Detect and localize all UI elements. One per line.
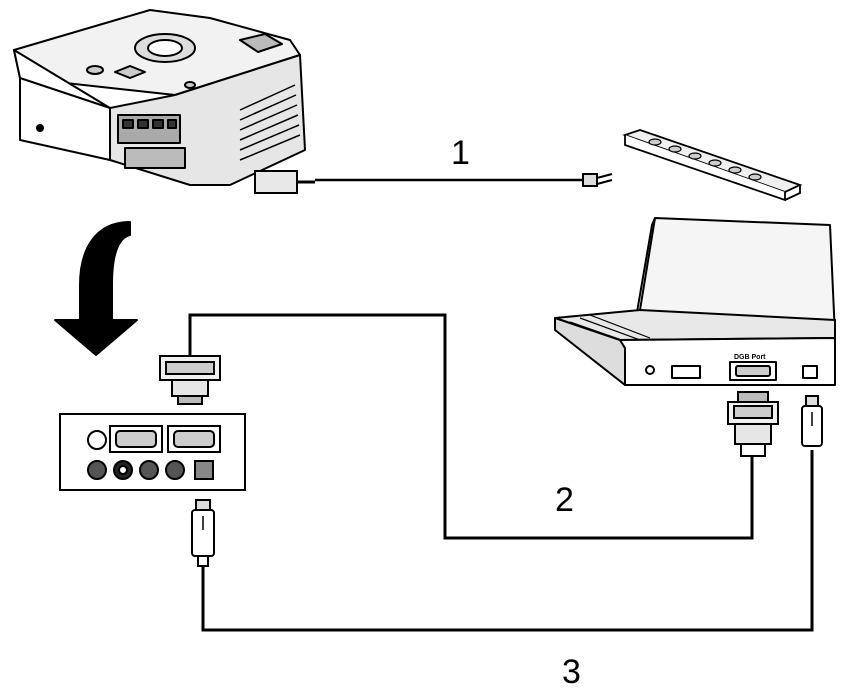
projector [13,9,306,186]
callout-2: 2 [555,481,574,519]
vga-plug-projector [159,355,221,405]
laptop: DGB Port [554,217,836,386]
usb-plug-projector [191,499,215,567]
usb-cable [201,450,814,632]
vga-cable [188,313,754,540]
vga-plug-laptop [727,391,779,457]
usb-plug-laptop [801,395,823,447]
down-arrow-icon [54,221,138,356]
projector-connector-panel [59,413,246,491]
callout-3: 3 [562,653,581,691]
power-strip [622,129,803,202]
power-cord [254,170,613,194]
laptop-port-label: DGB Port [734,354,766,361]
callout-1: 1 [451,134,470,172]
